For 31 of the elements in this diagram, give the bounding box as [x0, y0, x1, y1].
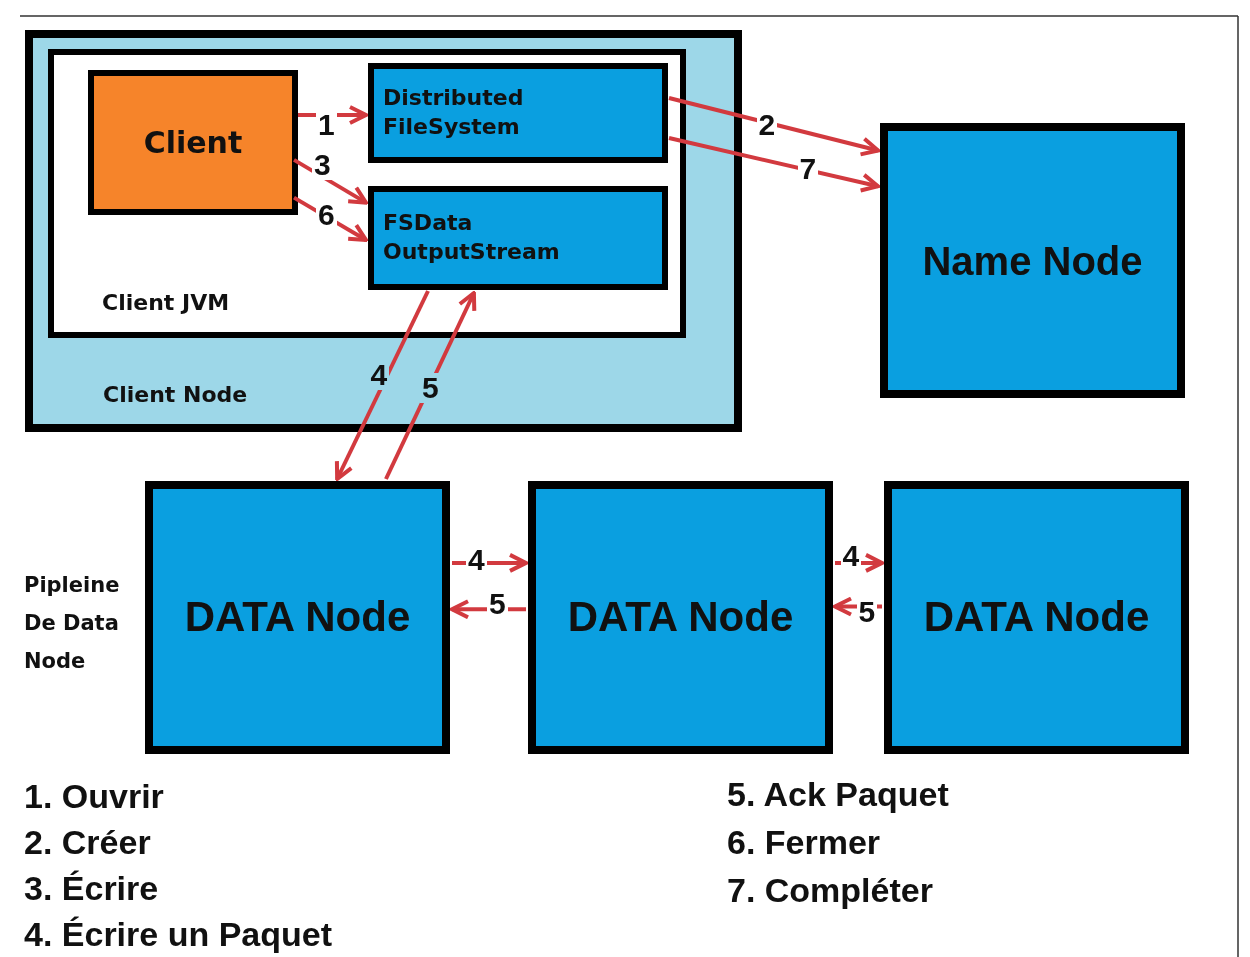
node-label: Name Node: [922, 237, 1143, 285]
node-label: DATA Node: [923, 592, 1150, 643]
process-box: [88, 70, 298, 215]
legend-item: 3. Écrire: [24, 868, 159, 908]
legend-item: 2. Créer: [24, 822, 151, 862]
container-label: Client Node: [103, 381, 248, 410]
process-box: [368, 186, 668, 290]
node-label: Client: [143, 124, 243, 162]
legend-item: 7. Compléter: [727, 870, 933, 910]
process-box: [528, 481, 833, 754]
process-box: [880, 123, 1185, 398]
process-box: [884, 481, 1189, 754]
node-label: FSData OutputStream: [383, 209, 561, 266]
node-label: DATA Node: [184, 592, 411, 643]
legend-item: 5. Ack Paquet: [727, 774, 949, 814]
container-box: [48, 49, 686, 338]
arrow: [292, 158, 368, 205]
arrow: [334, 290, 430, 481]
process-box: [368, 63, 668, 163]
container-box: [25, 30, 742, 432]
node-label: Distributed FileSystem: [383, 84, 525, 141]
side-note: Pipleine De Data Node: [24, 572, 121, 675]
node-label: DATA Node: [567, 592, 794, 643]
legend-item: 1. Ouvrir: [24, 776, 164, 816]
edge-label: 5: [419, 373, 441, 403]
legend-item: 6. Fermer: [727, 822, 881, 862]
arrow: [668, 136, 880, 193]
legend-item: 4. Écrire un Paquet: [24, 914, 332, 954]
container-label: Client JVM: [102, 289, 230, 318]
arrow: [668, 96, 880, 157]
process-box: [145, 481, 450, 754]
